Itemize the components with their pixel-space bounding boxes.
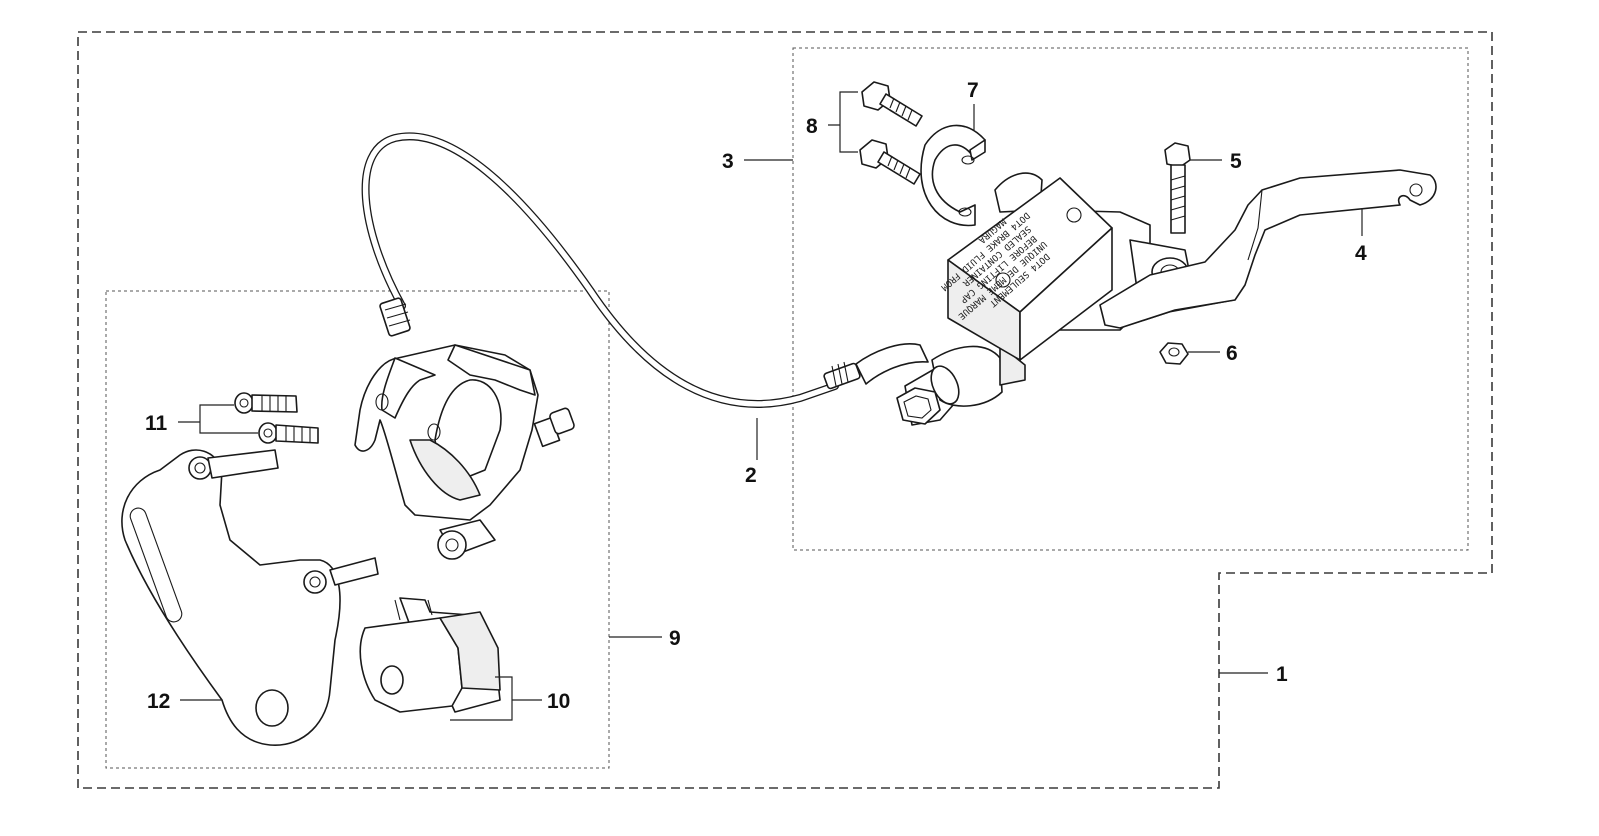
kit-boundary-outline xyxy=(77,31,1493,789)
brake-pads xyxy=(359,597,501,713)
callout-labels: 1 2 3 4 5 6 7 8 9 10 11 12 xyxy=(145,79,1367,713)
callout-10: 10 xyxy=(547,690,570,713)
brake-hose xyxy=(361,132,929,408)
callout-8: 8 xyxy=(806,115,818,138)
callout-2: 2 xyxy=(745,464,757,487)
callout-7: 7 xyxy=(967,79,979,102)
caliper-bolt-lower xyxy=(258,422,319,444)
pivot-nut xyxy=(1159,342,1189,365)
caliper-mounting-bracket xyxy=(121,449,379,746)
caliper-bolt-upper xyxy=(234,392,298,414)
callout-1: 1 xyxy=(1276,663,1288,686)
clamp-screw-lower xyxy=(859,139,921,185)
callout-5: 5 xyxy=(1230,150,1242,173)
leader-lines xyxy=(178,91,1363,721)
callout-9: 9 xyxy=(669,627,681,650)
hose-fitting-lower xyxy=(379,297,411,337)
callout-4: 4 xyxy=(1355,242,1367,265)
callout-6: 6 xyxy=(1226,342,1238,365)
callout-12: 12 xyxy=(147,690,170,713)
lever-pivot-bolt xyxy=(1164,142,1191,234)
callout-11: 11 xyxy=(145,412,168,435)
master-cylinder-group-boundary xyxy=(792,47,1469,551)
brake-lever xyxy=(1099,169,1437,329)
clamp-screw-upper xyxy=(861,81,923,127)
handlebar-clamp xyxy=(920,124,986,227)
callout-3: 3 xyxy=(722,150,734,173)
brake-caliper xyxy=(354,344,575,560)
caliper-group-boundary xyxy=(105,290,610,769)
hose-fitting-upper xyxy=(823,343,929,390)
